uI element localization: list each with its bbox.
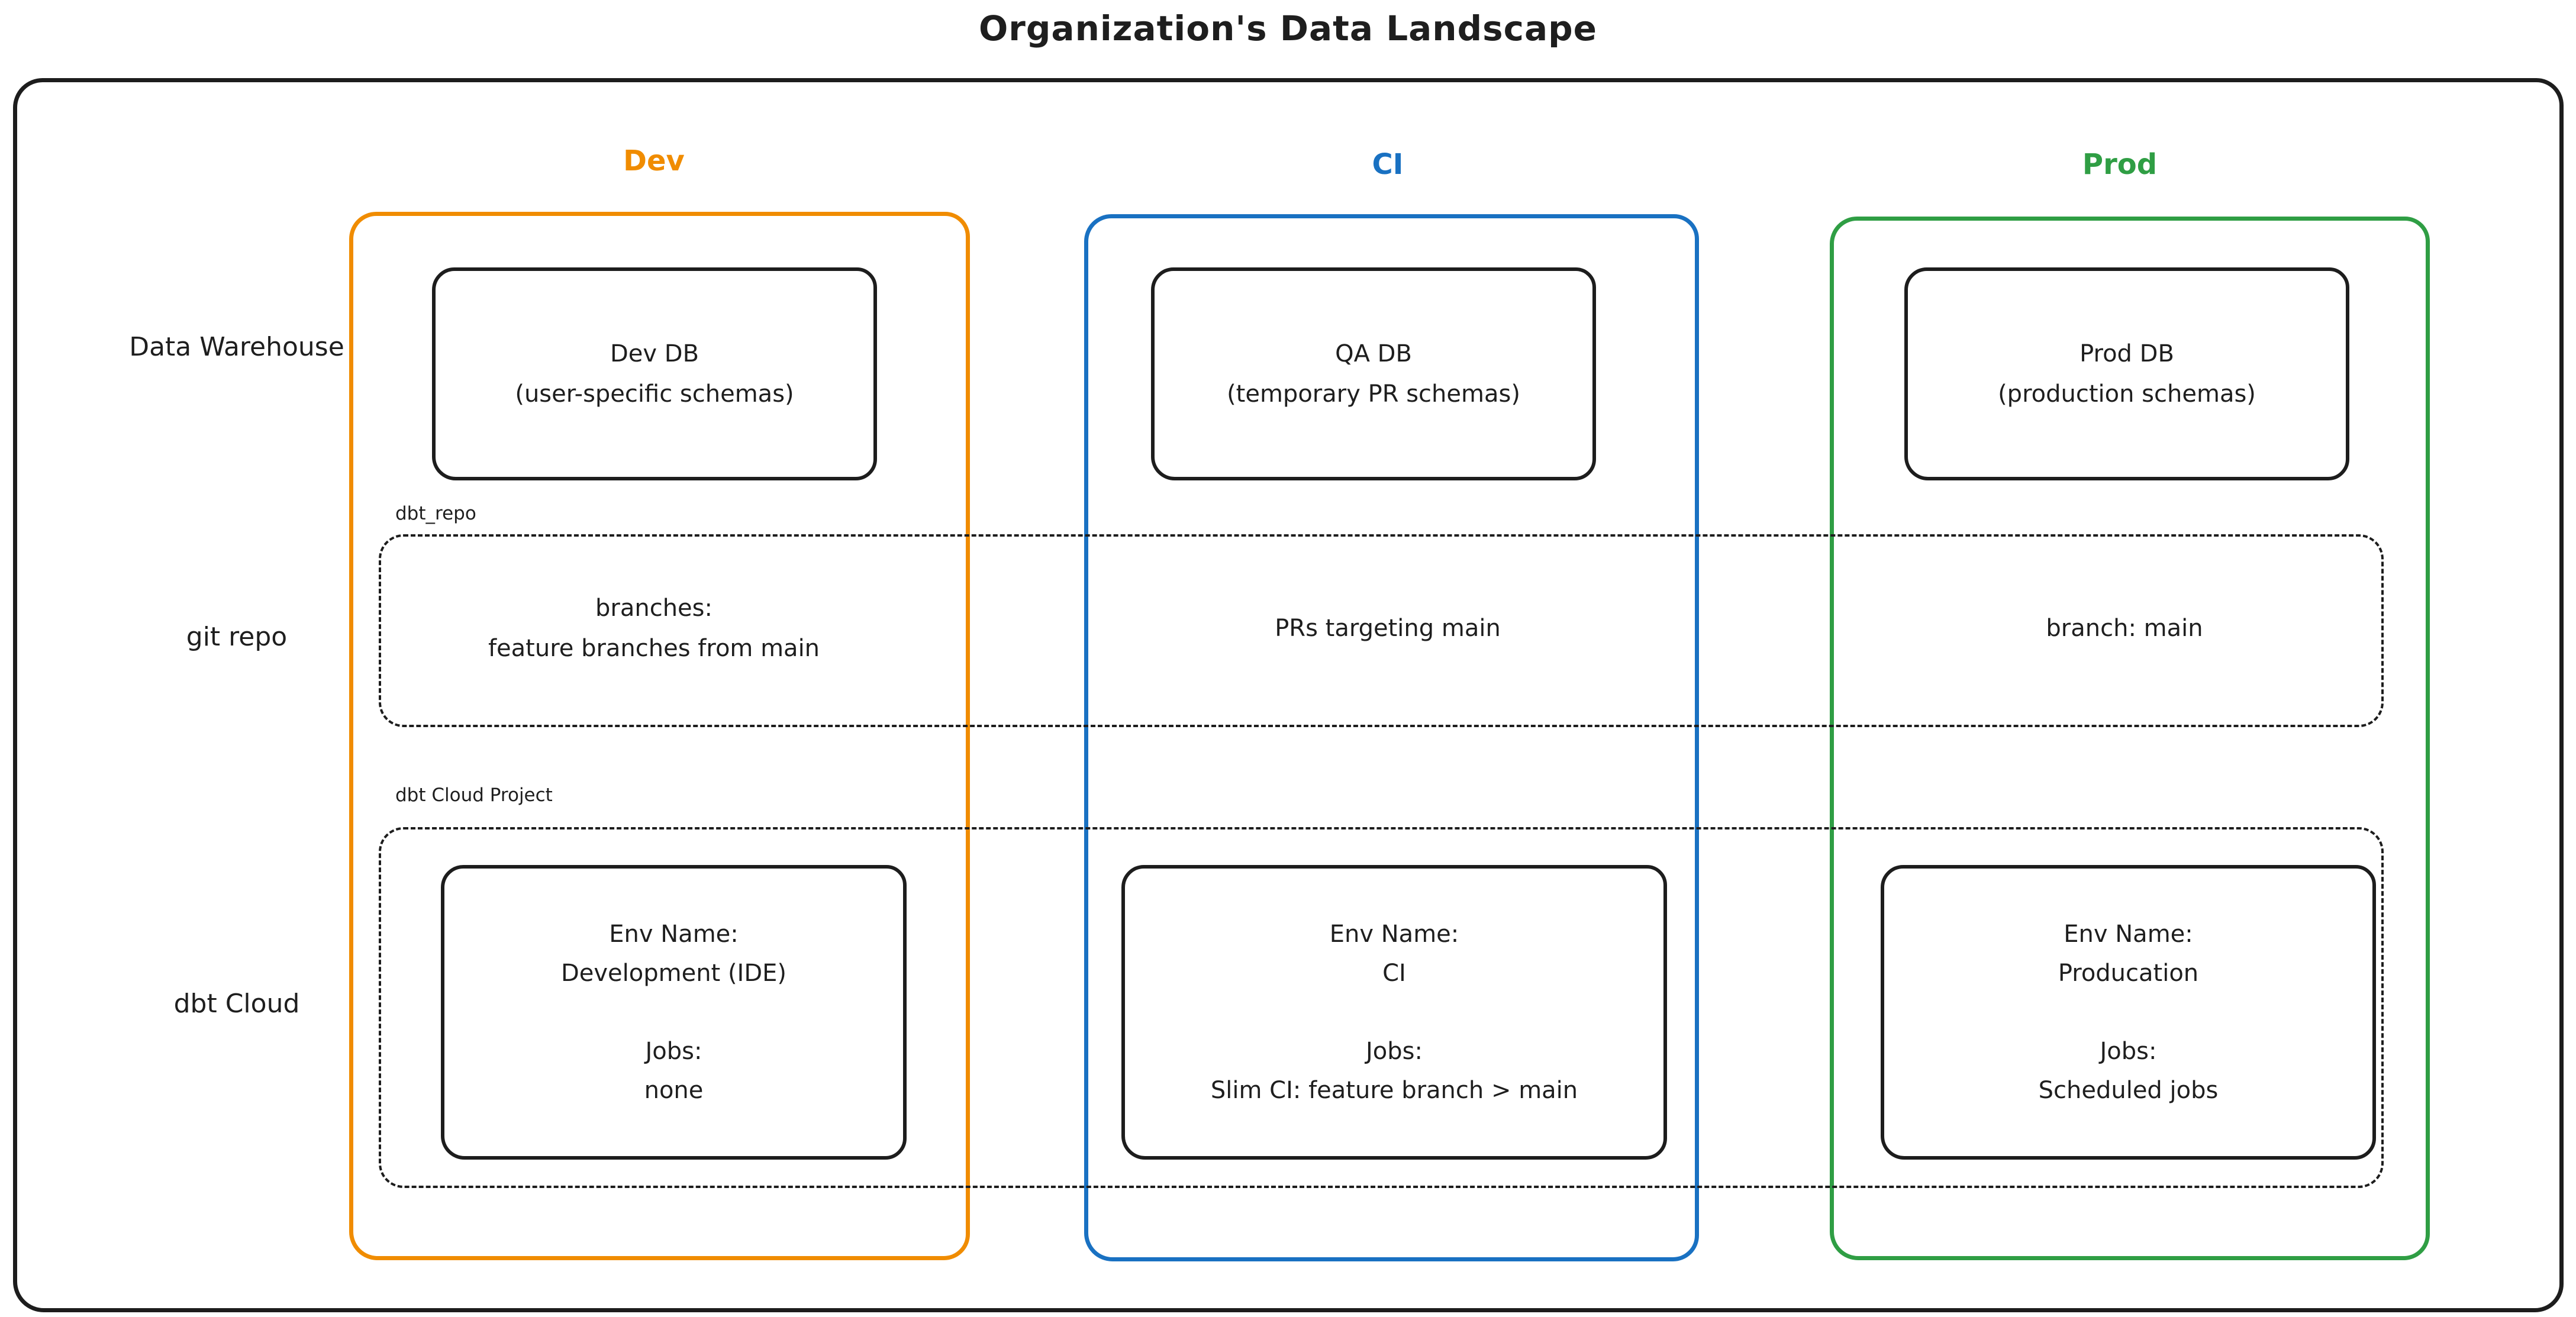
diagram-title: Organization's Data Landscape — [979, 8, 1597, 49]
dev-jobs-value: none — [644, 1077, 704, 1104]
qa-db-box: QA DB (temporary PR schemas) — [1151, 267, 1596, 480]
git-cell-ci: PRs targeting main — [1148, 534, 1627, 722]
prod-jobs-value: Scheduled jobs — [2038, 1077, 2219, 1104]
column-header-dev: Dev — [623, 144, 685, 177]
prod-db-title: Prod DB — [2080, 340, 2174, 367]
ci-jobs-value: Slim CI: feature branch > main — [1210, 1077, 1578, 1104]
dev-env-label: Env Name: — [609, 921, 739, 948]
qa-db-subtitle: (temporary PR schemas) — [1227, 380, 1520, 408]
dbt-repo-label: dbt_repo — [395, 503, 476, 524]
ci-jobs-label: Jobs: — [1366, 1038, 1423, 1065]
git-repo-dashed-box — [379, 534, 2384, 727]
dev-db-title: Dev DB — [610, 340, 699, 367]
dbt-cloud-dashed-box — [379, 827, 2384, 1188]
prod-db-subtitle: (production schemas) — [1998, 380, 2256, 408]
row-label-git-repo: git repo — [186, 622, 288, 652]
prod-env-name: Producation — [2058, 960, 2199, 987]
column-box-prod — [1830, 217, 2430, 1260]
git-dev-line1: branches: — [595, 595, 712, 622]
git-cell-dev: branches: feature branches from main — [414, 534, 894, 722]
column-header-ci: CI — [1372, 148, 1404, 181]
qa-db-title: QA DB — [1335, 340, 1412, 367]
dev-env-name: Development (IDE) — [560, 960, 787, 987]
landscape-container — [13, 78, 2564, 1312]
git-dev-line2: feature branches from main — [488, 635, 820, 662]
prod-environment-box: Env Name: Producation Jobs: Scheduled jo… — [1881, 865, 2376, 1160]
ci-env-name: CI — [1382, 960, 1406, 987]
git-cell-prod: branch: main — [1885, 534, 2364, 722]
git-ci-line1: PRs targeting main — [1275, 615, 1501, 642]
prod-db-box: Prod DB (production schemas) — [1904, 267, 2349, 480]
dev-jobs-label: Jobs: — [645, 1038, 702, 1065]
ci-env-label: Env Name: — [1329, 921, 1459, 948]
ci-environment-box: Env Name: CI Jobs: Slim CI: feature bran… — [1121, 865, 1667, 1160]
prod-env-label: Env Name: — [2064, 921, 2193, 948]
dbt-cloud-project-label: dbt Cloud Project — [395, 785, 553, 806]
column-box-dev — [349, 212, 970, 1260]
git-prod-line1: branch: main — [2046, 615, 2203, 642]
dev-environment-box: Env Name: Development (IDE) Jobs: none — [441, 865, 907, 1160]
dev-db-box: Dev DB (user-specific schemas) — [432, 267, 877, 480]
row-label-data-warehouse: Data Warehouse — [129, 332, 344, 362]
row-label-dbt-cloud: dbt Cloud — [173, 989, 300, 1019]
column-header-prod: Prod — [2082, 148, 2158, 181]
column-box-ci — [1084, 214, 1699, 1261]
dev-db-subtitle: (user-specific schemas) — [515, 380, 794, 408]
prod-jobs-label: Jobs: — [2100, 1038, 2157, 1065]
